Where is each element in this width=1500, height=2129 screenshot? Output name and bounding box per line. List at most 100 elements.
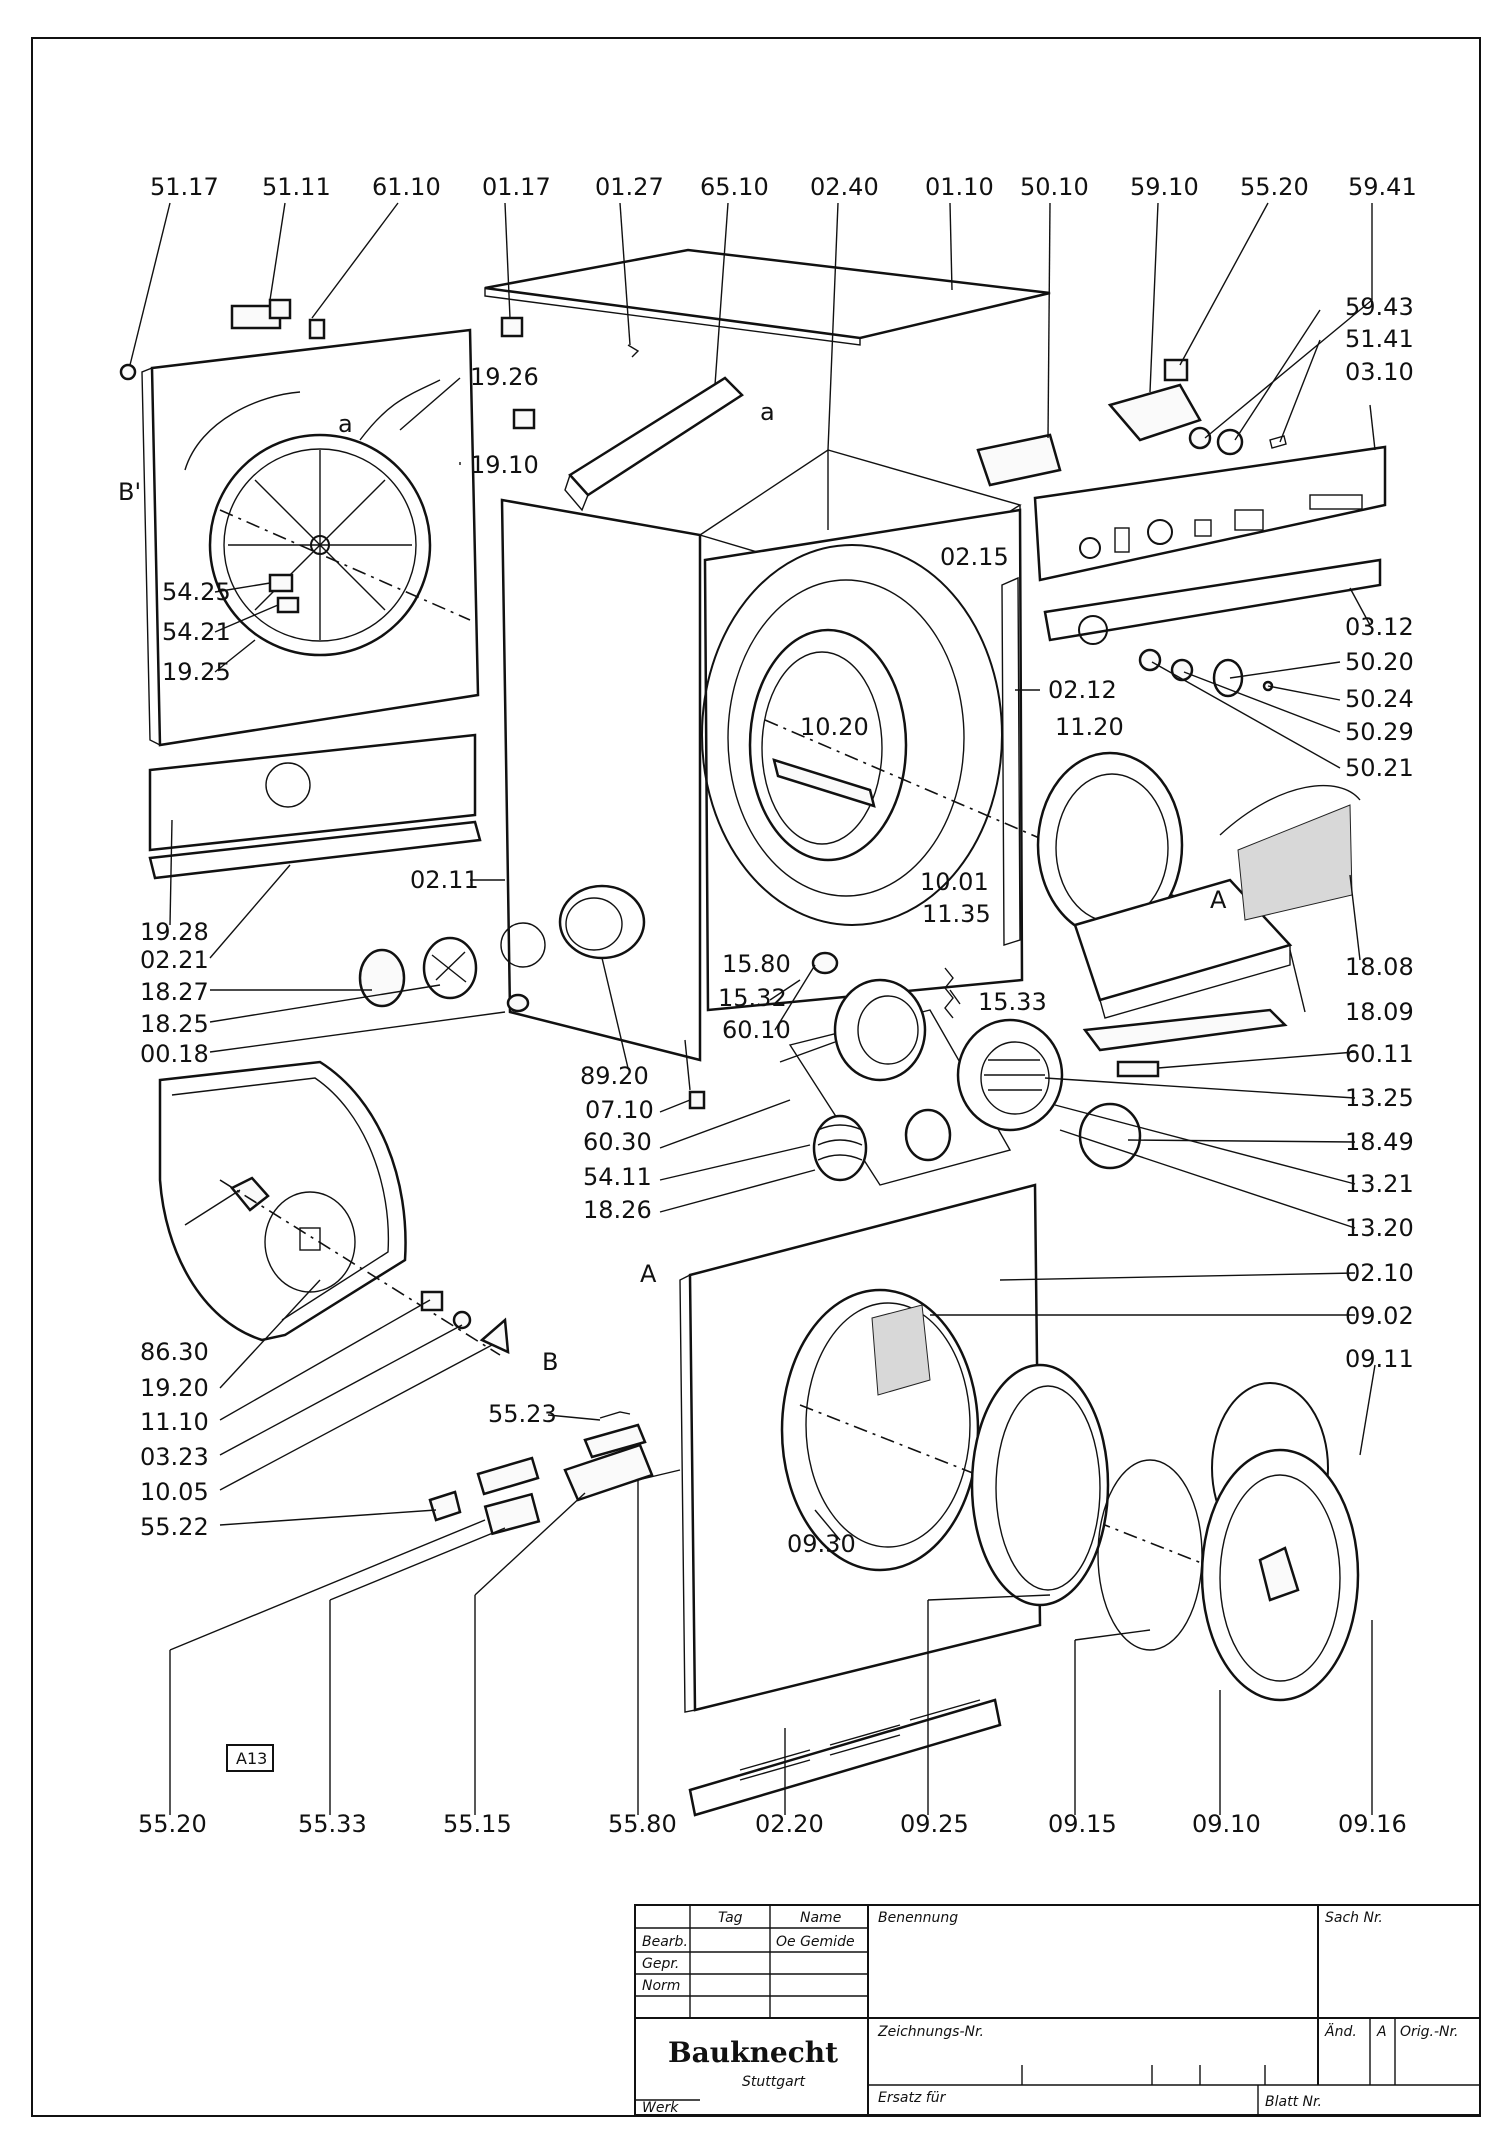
callout: 18.08 [1345, 953, 1414, 981]
bracket-group [512, 376, 744, 512]
callout: 18.25 [140, 1010, 209, 1038]
callout: 13.21 [1345, 1170, 1414, 1198]
top-lid-group [484, 248, 1051, 358]
leader-lines [129, 202, 1376, 1815]
tb-col-tag: Tag [718, 1910, 743, 1926]
callouts-bottom: 55.20 55.33 55.15 55.80 02.20 09.25 09.1… [138, 1810, 1407, 1838]
tb-aend: Änd. [1324, 2022, 1357, 2040]
callout: 18.27 [140, 978, 209, 1006]
callout: 11.35 [922, 900, 991, 928]
door-group [970, 1363, 1360, 1702]
tb-ersatz-fuer: Ersatz für [878, 2090, 947, 2106]
cabinet-group [358, 449, 1231, 1091]
callout: 19.25 [162, 658, 231, 686]
callout: 59.43 [1345, 293, 1414, 321]
callout: 09.15 [1048, 1810, 1117, 1838]
door-lock-group [428, 1411, 654, 1536]
callout: 03.12 [1345, 613, 1414, 641]
section-mark: a [760, 398, 775, 426]
control-panel-group [976, 358, 1387, 698]
tb-orig-nr: Orig.-Nr. [1400, 2024, 1458, 2040]
callout: 50.10 [1020, 173, 1089, 201]
tb-signature: Oe Gemide [776, 1934, 855, 1950]
callout: 19.20 [140, 1374, 209, 1402]
callout: 09.02 [1345, 1302, 1414, 1330]
callouts-right: 59.43 51.41 03.10 03.12 50.20 50.24 50.2… [1048, 293, 1414, 1373]
callout: 10.05 [140, 1478, 209, 1506]
callout: 18.26 [583, 1196, 652, 1224]
callout: 15.33 [978, 988, 1047, 1016]
callout: 10.20 [800, 713, 869, 741]
sheet-code-box: A13 [226, 1744, 274, 1772]
callout: 03.10 [1345, 358, 1414, 386]
callout: 02.12 [1048, 676, 1117, 704]
callout: 09.30 [787, 1530, 856, 1558]
callout: 07.10 [585, 1096, 654, 1124]
callout: 00.18 [140, 1040, 209, 1068]
callouts-center: 02.15 10.20 11.20 02.11 10.01 11.35 15.8… [410, 543, 1124, 1558]
callout: 02.40 [810, 173, 879, 201]
callout: 01.10 [925, 173, 994, 201]
tb-city: Stuttgart [742, 2074, 805, 2090]
callout: 15.32 [718, 984, 787, 1012]
callout: 55.23 [488, 1400, 557, 1428]
callouts-left: 19.26 19.10 54.25 54.21 19.25 19.28 02.2… [140, 363, 539, 1541]
callout: 09.10 [1192, 1810, 1261, 1838]
callout: 89.20 [580, 1062, 649, 1090]
section-mark: A [1210, 886, 1227, 914]
callout: 55.22 [140, 1513, 209, 1541]
tb-werk: Werk [642, 2100, 679, 2116]
callout: 02.15 [940, 543, 1009, 571]
tb-gepr: Gepr. [642, 1956, 679, 1972]
tb-blatt-nr: Blatt Nr. [1265, 2094, 1322, 2110]
tb-bearb: Bearb. [642, 1934, 688, 1950]
callout: 55.33 [298, 1810, 367, 1838]
rear-cover-group [158, 1060, 510, 1356]
callout: 55.80 [608, 1810, 677, 1838]
callout: 51.41 [1345, 325, 1414, 353]
callout: 60.30 [583, 1128, 652, 1156]
callout: 59.41 [1348, 173, 1417, 201]
motor-blower-group [688, 951, 1142, 1186]
callout: 02.10 [1345, 1259, 1414, 1287]
callout: 02.20 [755, 1810, 824, 1838]
callout: 10.01 [920, 868, 989, 896]
callout: 18.09 [1345, 998, 1414, 1026]
callout: 50.24 [1345, 685, 1414, 713]
callout: 15.80 [722, 950, 791, 978]
callout: 86.30 [140, 1338, 209, 1366]
callout: 54.21 [162, 618, 231, 646]
tb-aend-value: A [1376, 2024, 1387, 2040]
callout: 59.10 [1130, 173, 1199, 201]
callout: 03.23 [140, 1443, 209, 1471]
callout: 50.21 [1345, 754, 1414, 782]
callout: 55.20 [1240, 173, 1309, 201]
tb-benennung: Benennung [878, 1910, 958, 1926]
tb-col-name: Name [800, 1910, 841, 1926]
callout: 01.27 [595, 173, 664, 201]
callout: 54.11 [583, 1163, 652, 1191]
section-marks: a a B' A A B [118, 398, 1227, 1376]
callout: 51.17 [150, 173, 219, 201]
filter-housing-group [1036, 751, 1361, 1078]
callout: 11.10 [140, 1408, 209, 1436]
callout: 18.49 [1345, 1128, 1414, 1156]
tb-norm: Norm [642, 1978, 680, 1994]
tb-zeichnungs-nr: Zeichnungs-Nr. [877, 2024, 984, 2040]
section-mark: B [542, 1348, 558, 1376]
callout: 02.11 [410, 866, 479, 894]
callout: 60.10 [722, 1016, 791, 1044]
callout: 61.10 [372, 173, 441, 201]
callout: 13.25 [1345, 1084, 1414, 1112]
callout: 55.20 [138, 1810, 207, 1838]
callout: 09.11 [1345, 1345, 1414, 1373]
rear-panel-group [119, 298, 482, 880]
sheet-code: A13 [236, 1749, 267, 1768]
callout: 54.25 [162, 578, 231, 606]
callout: 09.25 [900, 1810, 969, 1838]
callout: 19.10 [470, 451, 539, 479]
section-mark: a [338, 410, 353, 438]
tb-brand: Bauknecht [668, 2036, 838, 2069]
callout: 01.17 [482, 173, 551, 201]
